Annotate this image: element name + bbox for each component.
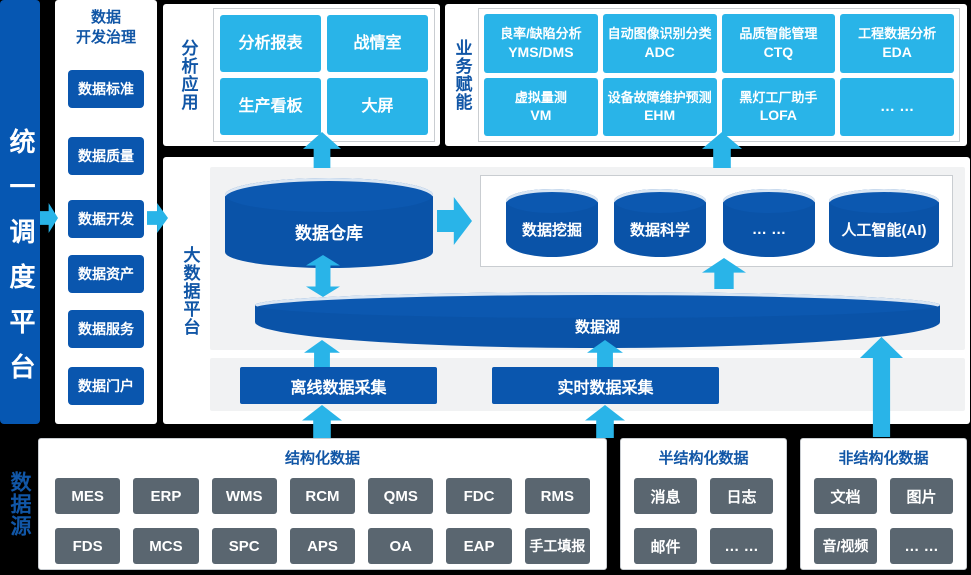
- governance-title-line2: 开发治理: [75, 29, 136, 47]
- source-system-button: MES: [55, 478, 121, 514]
- governance-item-quality: 数据质量: [68, 137, 144, 175]
- warehouse-label: 数据仓库: [295, 224, 363, 243]
- source-type-button: 文档: [814, 478, 877, 514]
- source-system-button: RCM: [289, 478, 356, 514]
- governance-title: 数据 开发治理: [55, 0, 157, 49]
- source-type-button: … …: [710, 528, 773, 564]
- analysis-label: 分析应用: [178, 39, 198, 111]
- source-system-button: OA: [368, 528, 434, 564]
- source-system-button: WMS: [211, 478, 277, 514]
- analysis-app-button: 大屏: [327, 78, 428, 135]
- analysis-app-button: 战情室: [327, 15, 428, 72]
- service-cylinder: 数据科学: [614, 189, 706, 257]
- service-cylinder: 数据挖掘: [506, 189, 598, 257]
- governance-item-assets: 数据资产: [68, 255, 144, 293]
- source-type-button: 图片: [890, 478, 953, 514]
- source-type-button: 消息: [634, 478, 697, 514]
- source-system-button: MCS: [133, 528, 199, 564]
- source-system-button: 手工填报: [524, 528, 590, 564]
- service-cylinder: 人工智能(AI): [829, 189, 939, 257]
- business-label: 业务赋能: [452, 39, 472, 111]
- governance-item-portal: 数据门户: [68, 367, 144, 405]
- governance-title-line1: 数据: [90, 9, 121, 26]
- warehouse-cylinder: 数据仓库: [225, 178, 433, 268]
- source-system-button: FDS: [55, 528, 121, 564]
- source-type-button: … …: [890, 528, 953, 564]
- collector-offline-button: 离线数据采集: [240, 367, 437, 404]
- source-system-button: SPC: [211, 528, 277, 564]
- governance-item-standards: 数据标准: [68, 70, 144, 108]
- source-system-button: RMS: [524, 478, 590, 514]
- source-system-button: QMS: [368, 478, 434, 514]
- collector-realtime-button: 实时数据采集: [492, 367, 719, 404]
- semistructured-panel: 半结构化数据 消息 日志 邮件 … …: [620, 438, 787, 570]
- source-type-button: 邮件: [634, 528, 697, 564]
- structured-title: 结构化数据: [284, 450, 360, 467]
- semistructured-title: 半结构化数据: [658, 450, 749, 467]
- datalake-cylinder: 数据湖: [255, 292, 940, 348]
- source-system-button: EAP: [446, 528, 512, 564]
- sources-label: 数据源: [8, 471, 31, 537]
- source-system-button: ERP: [133, 478, 199, 514]
- analysis-panel: 分析应用 分析报表 战情室 生产看板 大屏: [163, 4, 440, 146]
- analysis-box: 分析报表 战情室 生产看板 大屏: [213, 8, 435, 142]
- structured-panel: 结构化数据 MES ERP WMS RCM QMS FDC RMS FDS MC…: [38, 438, 607, 570]
- unified-scheduler-title: 统一调度平台: [6, 128, 36, 398]
- source-system-button: APS: [289, 528, 356, 564]
- bigdata-collector-zone: 离线数据采集 实时数据采集: [210, 358, 965, 411]
- service-cylinder: … …: [723, 189, 815, 257]
- unstructured-title: 非结构化数据: [838, 450, 929, 467]
- datalake-label: 数据湖: [574, 319, 620, 336]
- bigdata-label: 大数据平台: [180, 245, 200, 336]
- unstructured-panel: 非结构化数据 文档 图片 音/视频 … …: [800, 438, 967, 570]
- analysis-app-button: 分析报表: [220, 15, 321, 72]
- bigdata-panel: 大数据平台 数据仓库 数据挖掘 数据科学 … … 人工智能(AI) 数据湖 离线…: [163, 157, 970, 424]
- governance-item-develop: 数据开发: [68, 200, 144, 238]
- business-app-button: … …: [840, 77, 954, 136]
- analysis-app-button: 生产看板: [220, 78, 321, 135]
- governance-panel: 数据 开发治理 数据标准 数据质量 数据开发 数据资产 数据服务 数据门户: [55, 0, 157, 424]
- services-box: 数据挖掘 数据科学 … … 人工智能(AI): [480, 175, 953, 267]
- source-type-button: 音/视频: [814, 528, 877, 564]
- bigdata-upper-zone: 数据仓库 数据挖掘 数据科学 … … 人工智能(AI) 数据湖: [210, 167, 965, 350]
- source-system-button: FDC: [446, 478, 512, 514]
- governance-item-services: 数据服务: [68, 310, 144, 348]
- unified-scheduler-bar: 统一调度平台: [0, 0, 40, 424]
- source-type-button: 日志: [710, 478, 773, 514]
